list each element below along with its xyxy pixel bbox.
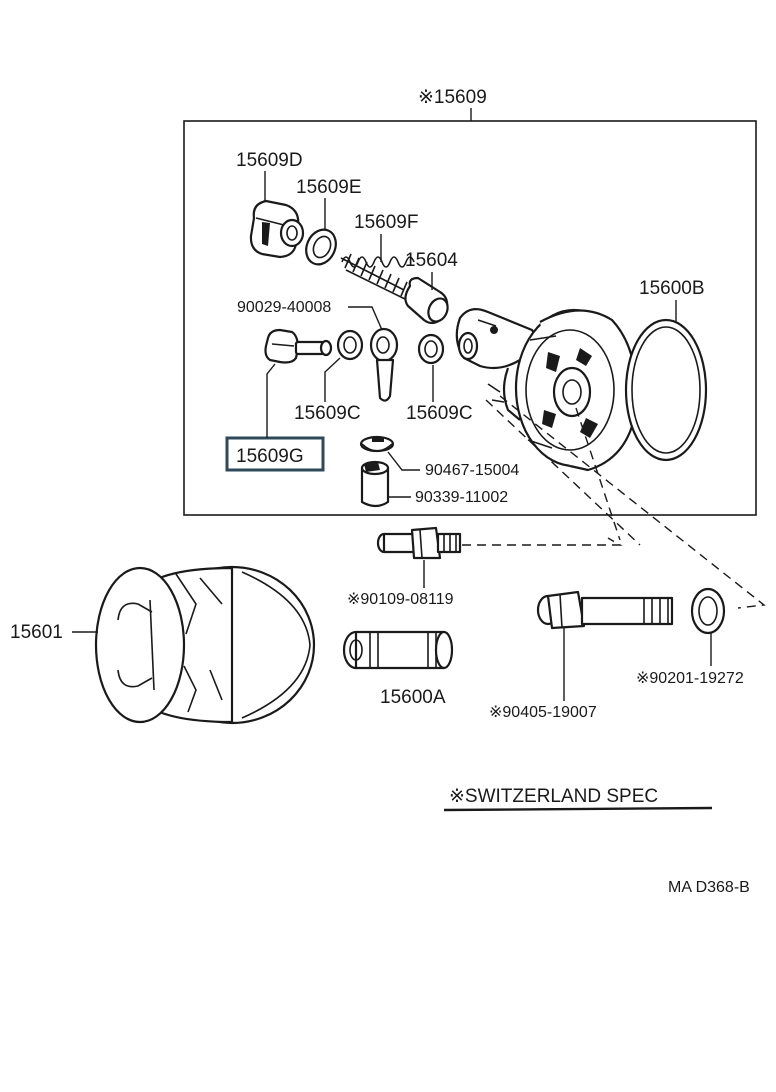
- part-90467-15004[interactable]: [359, 435, 395, 453]
- label-90201-19272: ※90201-19272: [636, 670, 744, 687]
- assembly-label-15609: ※15609: [418, 87, 487, 108]
- label-box-15609G[interactable]: [225, 436, 325, 472]
- label-90405-19007: ※90405-19007: [489, 704, 597, 721]
- label-15609E: 15609E: [296, 177, 362, 198]
- part-15609F[interactable]: [340, 253, 415, 301]
- label-15601: 15601: [10, 622, 63, 643]
- part-90405-19007[interactable]: [536, 590, 674, 630]
- part-15609G[interactable]: [264, 328, 333, 364]
- part-90029-40008[interactable]: [369, 327, 399, 402]
- label-15609F: 15609F: [354, 212, 418, 233]
- assembly-box: [183, 120, 757, 516]
- part-90201-19272[interactable]: [690, 587, 726, 635]
- part-15609C-left[interactable]: [336, 329, 364, 361]
- label-90467-15004: 90467-15004: [425, 462, 519, 479]
- part-15609E[interactable]: [301, 225, 342, 269]
- drawing-reference: MA D368-B: [668, 879, 750, 896]
- label-90109-08119: ※90109-08119: [347, 591, 454, 608]
- part-15609C-right[interactable]: [417, 333, 445, 365]
- part-15600B[interactable]: [624, 318, 708, 462]
- spec-note: ※SWITZERLAND SPEC: [449, 786, 658, 807]
- label-15600A: 15600A: [380, 687, 446, 708]
- part-90109-08119[interactable]: [376, 526, 462, 560]
- label-15600B: 15600B: [639, 278, 705, 299]
- label-15609C-left: 15609C: [294, 403, 361, 424]
- part-15609D[interactable]: [249, 199, 305, 259]
- part-15601[interactable]: [94, 565, 316, 725]
- label-15604: 15604: [405, 250, 458, 271]
- label-15609C-right: 15609C: [406, 403, 473, 424]
- label-15609D: 15609D: [236, 150, 303, 171]
- spec-note-underline: [443, 806, 713, 812]
- part-90339-11002[interactable]: [360, 460, 390, 508]
- label-90029-40008: 90029-40008: [237, 299, 331, 316]
- part-15600A[interactable]: [342, 630, 454, 670]
- label-90339-11002: 90339-11002: [415, 489, 508, 506]
- label-15609G: 15609G: [236, 446, 304, 467]
- part-15604[interactable]: [404, 276, 451, 325]
- part-filter-bracket[interactable]: [455, 307, 638, 472]
